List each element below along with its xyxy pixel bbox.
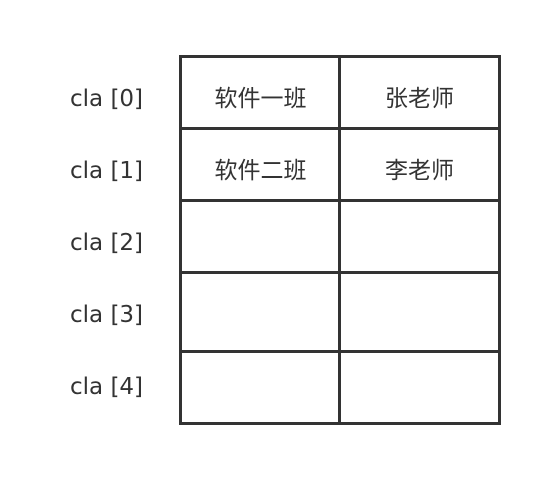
cell-teacher-0: 张老师 — [385, 86, 454, 112]
row-label-0: cla [0] — [70, 86, 144, 112]
row-label-1: cla [1] — [70, 158, 144, 184]
cell-class-name-0: 软件一班 — [214, 86, 307, 112]
row-divider-4 — [179, 350, 501, 353]
row-divider-1 — [179, 127, 501, 130]
row-label-4: cla [4] — [70, 374, 144, 400]
row-divider-2 — [179, 199, 501, 202]
row-divider-3 — [179, 271, 501, 274]
row-label-3: cla [3] — [70, 302, 144, 328]
cell-class-name-1: 软件二班 — [214, 158, 307, 184]
cell-teacher-1: 李老师 — [385, 158, 454, 184]
row-label-2: cla [2] — [70, 230, 144, 256]
column-divider — [338, 55, 341, 425]
